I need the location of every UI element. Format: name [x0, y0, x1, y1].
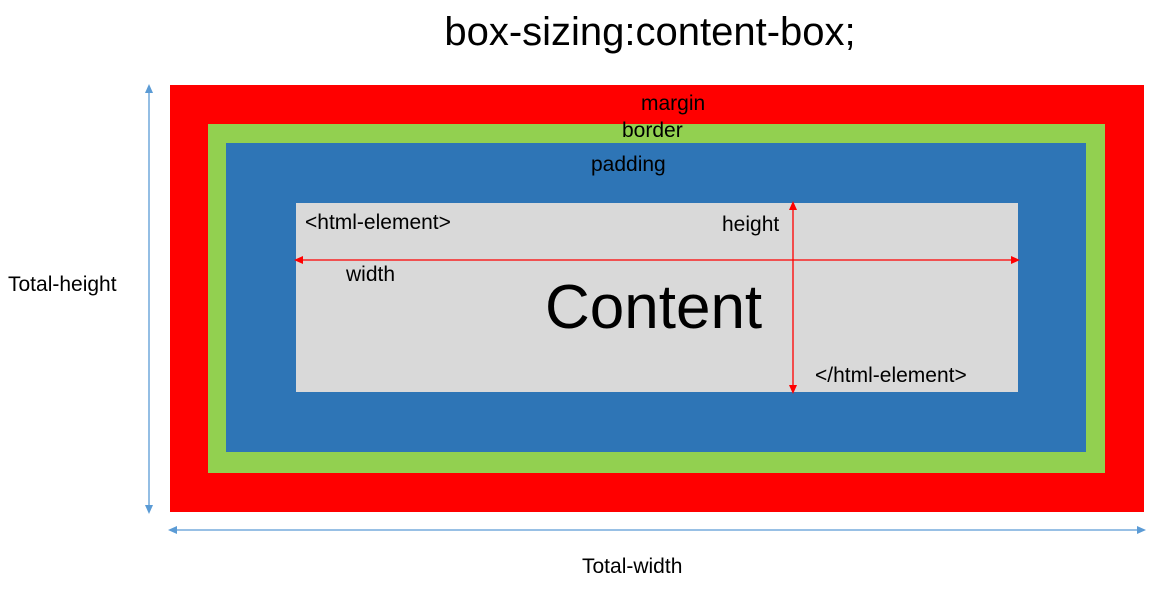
border-label: border: [622, 119, 683, 142]
height-label: height: [722, 213, 780, 236]
total-height-arrow: [145, 84, 153, 514]
content-box: [296, 203, 1018, 392]
content-label: Content: [545, 273, 763, 342]
open-tag-label: <html-element>: [305, 211, 451, 234]
total-width-arrow: [168, 526, 1146, 534]
total-width-label: Total-width: [582, 555, 683, 578]
close-tag-label: </html-element>: [815, 364, 967, 387]
width-label: width: [346, 263, 396, 286]
padding-label: padding: [591, 153, 666, 176]
margin-label: margin: [641, 92, 706, 115]
total-height-label: Total-height: [8, 273, 117, 296]
diagram-title: box-sizing:content-box;: [444, 10, 856, 54]
